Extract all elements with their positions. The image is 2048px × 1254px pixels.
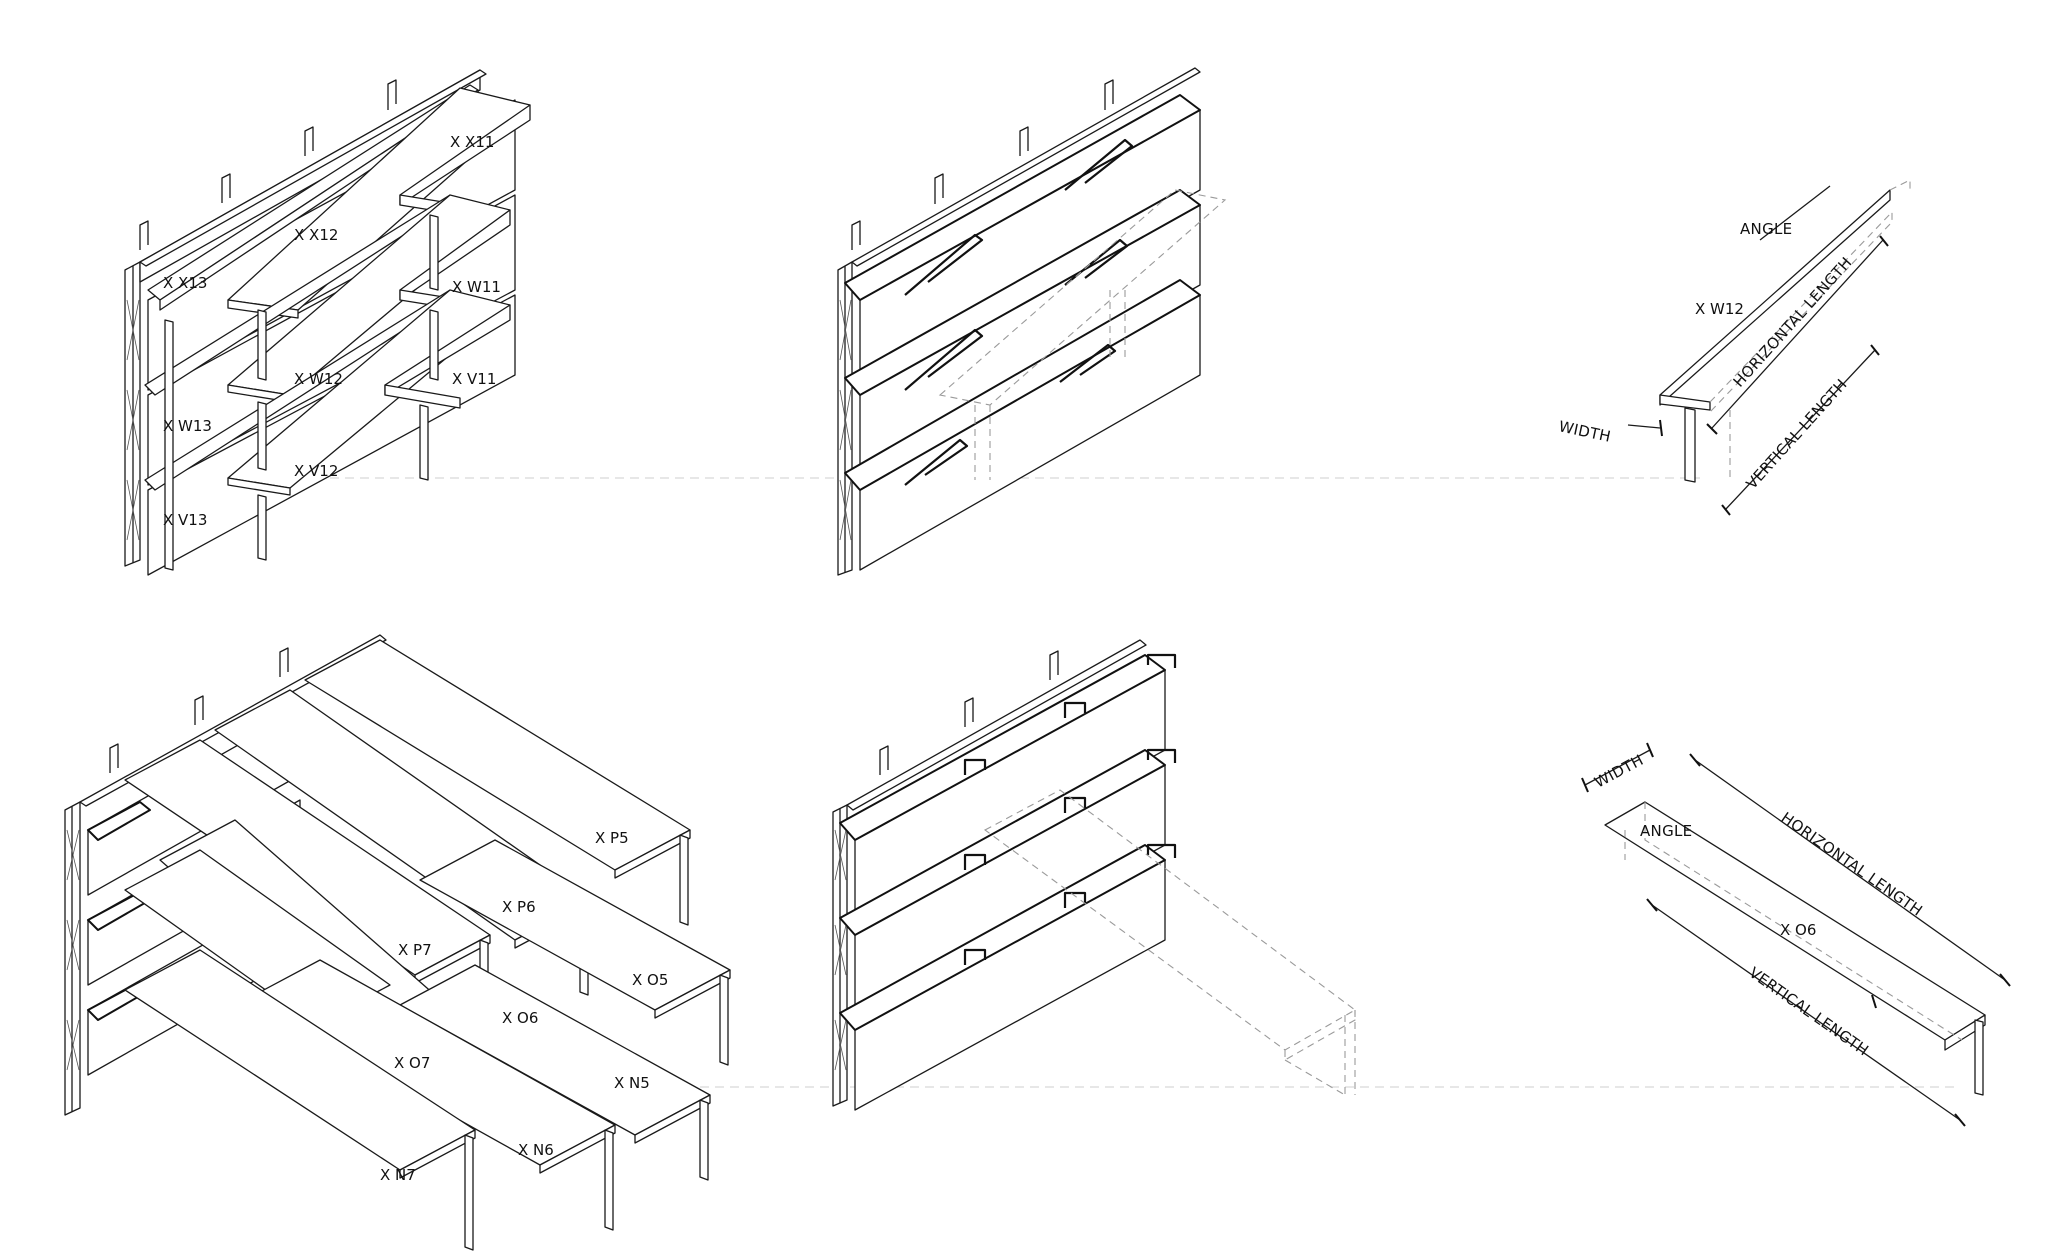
detail-top-shelf-xw12: ANGLE X W12 HORIZONTAL LENGTH VERTICAL L… [1557, 179, 1911, 516]
shelf-label-xw13: X W13 [163, 417, 212, 435]
detail-bottom-shelf-xo6: WIDTH ANGLE HORIZONTAL LENGTH X O6 VERTI… [1581, 742, 2011, 1127]
shelf-label-xv12: X V12 [294, 462, 338, 480]
part-label-xw12: X W12 [1695, 300, 1744, 318]
shelf-label-xx11: X X11 [450, 133, 494, 151]
angle-label-top: ANGLE [1740, 220, 1792, 238]
shelf-label-xp6: X P6 [502, 898, 536, 916]
shelf-label-xp5: X P5 [595, 829, 629, 847]
angle-label-bottom: ANGLE [1640, 822, 1692, 840]
width-label-top: WIDTH [1557, 417, 1612, 446]
width-label-bottom: WIDTH [1591, 751, 1646, 792]
shelf-label-xx12: X X12 [294, 226, 338, 244]
part-label-xo6: X O6 [1780, 921, 1816, 939]
panel-bottom-middle-assembly [832, 639, 1357, 1111]
shelf-label-xw12: X W12 [294, 370, 343, 388]
panel-bottom-left-assembly: X P5 X P6 X P7 X O5 X O6 X O7 X N5 X N6 … [64, 634, 731, 1251]
shelf-label-xo5: X O5 [632, 971, 668, 989]
shelf-label-xn6: X N6 [518, 1141, 554, 1159]
panel-top-middle-assembly [837, 67, 1227, 576]
shelf-label-xn5: X N5 [614, 1074, 650, 1092]
shelf-label-xw11: X W11 [452, 278, 501, 296]
shelf-label-xv13: X V13 [163, 511, 207, 529]
shelf-label-xv11: X V11 [452, 370, 496, 388]
shelf-label-xx13: X X13 [163, 274, 207, 292]
vertical-length-label-top: VERTICAL LENGTH [1743, 375, 1851, 492]
shelf-label-xo6: X O6 [502, 1009, 538, 1027]
shelf-label-xp7: X P7 [398, 941, 432, 959]
shelf-label-xn7: X N7 [380, 1166, 416, 1184]
panel-top-left-assembly: X X11 X X12 X X13 X W11 X W12 X W13 X V1… [124, 69, 531, 576]
shelf-label-xo7: X O7 [394, 1054, 430, 1072]
